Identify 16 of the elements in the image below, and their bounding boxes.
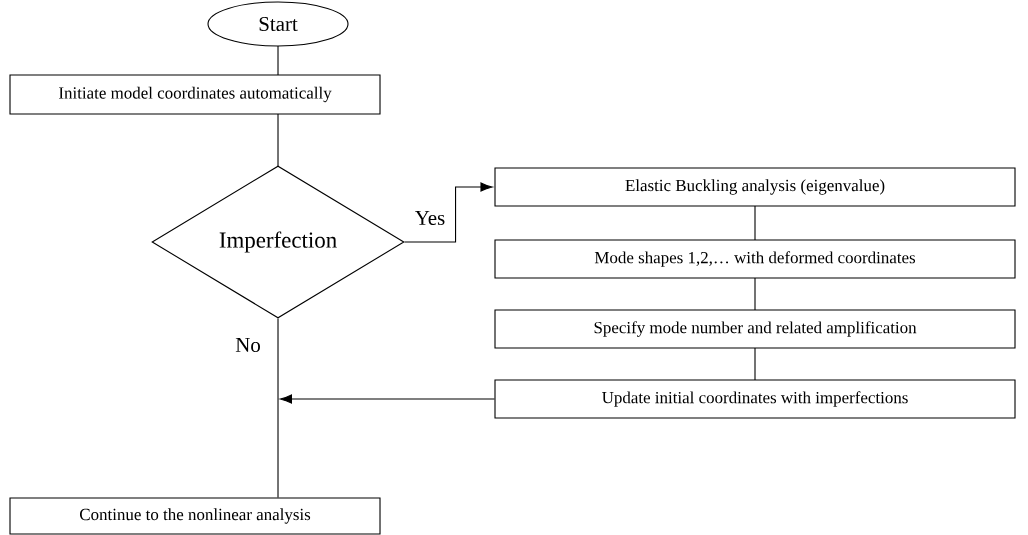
process-box: Specify mode number and related amplification — [494, 309, 1016, 349]
edge-label: No — [234, 337, 262, 353]
process-box: Elastic Buckling analysis (eigenvalue) — [494, 167, 1016, 207]
connector-line — [754, 205, 756, 241]
connector-line — [277, 113, 279, 167]
process-box: Initiate model coordinates automatically — [9, 74, 381, 115]
process-box: Mode shapes 1,2,… with deformed coordinates — [494, 239, 1016, 279]
edge-label: Yes — [413, 210, 447, 226]
arrow — [279, 394, 495, 404]
connector-line — [754, 347, 756, 381]
arrow — [404, 182, 493, 243]
connector-line — [277, 318, 279, 498]
connector-line — [277, 45, 279, 76]
process-box: Update initial coordinates with imperfections — [494, 379, 1016, 419]
connector-line — [754, 277, 756, 311]
process-box: Continue to the nonlinear analysis — [9, 497, 381, 535]
